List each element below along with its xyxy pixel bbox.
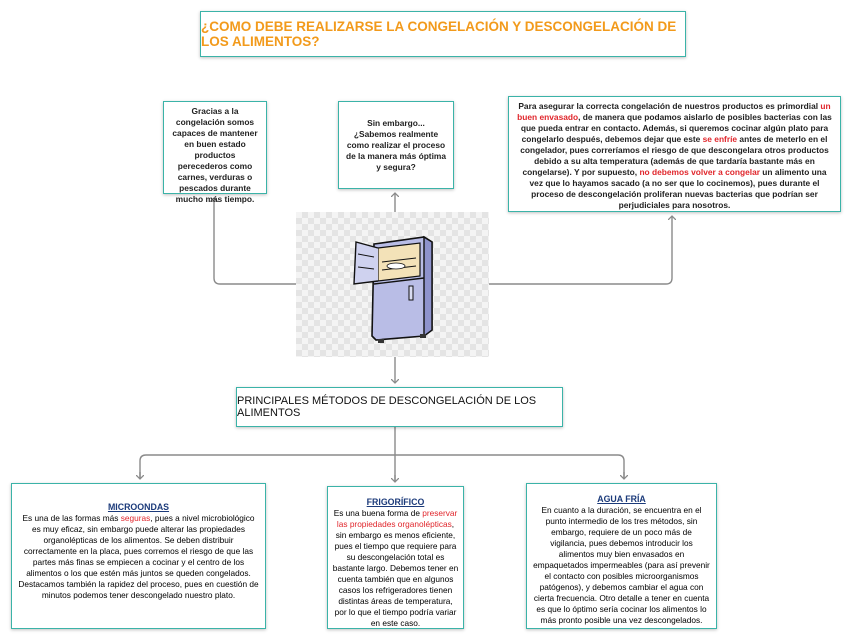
tips-text-4: un alimento una vez que lo hayamos sacad…: [529, 167, 827, 210]
box-benefits: Gracias a la congelación somos capaces d…: [163, 101, 267, 204]
connector-left: [214, 198, 296, 285]
frigorifico-text-1: Es una buena forma de: [333, 508, 423, 518]
microondas-highlight: seguras: [120, 513, 151, 523]
fridge-icon: [353, 235, 433, 343]
method-microondas: MICROONDAS Es una de las formas más segu…: [11, 483, 266, 629]
methods-heading: PRINCIPALES MÉTODOS DE DESCONGELACIÓN DE…: [236, 387, 563, 427]
tips-text-3: antes de meterlo en el congelador, pues …: [520, 134, 829, 177]
frigorifico-highlight: preservar las propiedades organolépticas: [336, 508, 458, 529]
microondas-text-2: , pues a nivel microbiológico es muy efi…: [18, 513, 259, 600]
box-freezing-tips: Para asegurar la correcta congelación de…: [508, 96, 841, 212]
tips-text-1: Para asegurar la correcta congelación de…: [518, 101, 821, 111]
frigorifico-text-2: , sin embargo es menos eficiente, pues e…: [332, 519, 459, 628]
method-agua-fria: AGUA FRÍA En cuanto a la duración, se en…: [526, 483, 717, 629]
agua-fria-text: En cuanto a la duración, se encuentra en…: [533, 505, 710, 625]
tips-text-2: , de manera que podamos aislarlo de posi…: [520, 112, 832, 144]
box-question: Sin embargo... ¿Sabemos realmente como r…: [338, 101, 454, 189]
fridge-image: [296, 212, 489, 357]
frigorifico-heading: FRIGORÍFICO: [366, 497, 425, 507]
page-title: ¿COMO DEBE REALIZARSE LA CONGELACIÓN Y D…: [200, 11, 686, 57]
connector-methods: [139, 427, 625, 482]
microondas-heading: MICROONDAS: [107, 502, 170, 512]
title-text: ¿COMO DEBE REALIZARSE LA CONGELACIÓN Y D…: [201, 19, 677, 49]
method-frigorifico: FRIGORÍFICO Es una buena forma de preser…: [327, 486, 464, 629]
connector-right: [489, 216, 672, 285]
box-benefits-text: Gracias a la congelación somos capaces d…: [172, 106, 258, 204]
agua-fria-heading: AGUA FRÍA: [597, 494, 646, 504]
tips-highlight-2: se enfríe: [702, 134, 738, 144]
box-question-text: Sin embargo... ¿Sabemos realmente como r…: [345, 117, 447, 172]
tips-highlight-3: no debemos volver a congelar: [639, 167, 760, 177]
microondas-text-1: Es una de las formas más: [22, 513, 121, 523]
tips-highlight-1: un buen envasado: [517, 101, 831, 122]
methods-heading-text: PRINCIPALES MÉTODOS DE DESCONGELACIÓN DE…: [237, 395, 537, 419]
